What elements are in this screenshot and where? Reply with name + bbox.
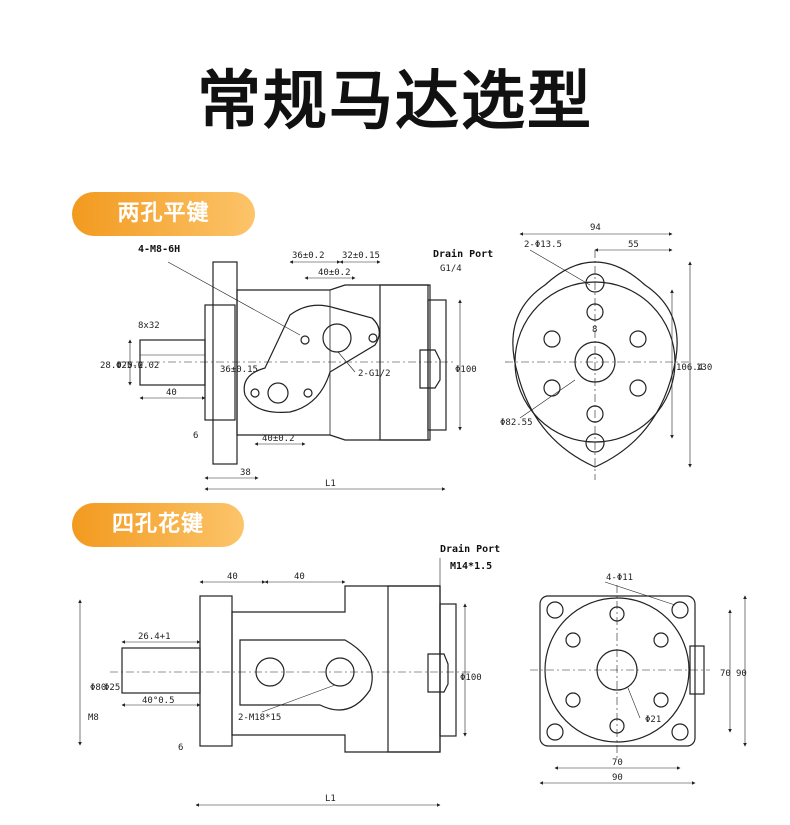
front-flange-1 — [512, 261, 678, 468]
drain-port-label-2: Drain Port — [440, 543, 500, 555]
dim-40a: 40 — [227, 572, 238, 582]
spline-len-label: 26.4+1 — [138, 632, 171, 642]
dia-80-label: Φ80 — [90, 683, 106, 693]
dim-L1: L1 — [325, 479, 336, 489]
dim-40c: 40°0.5 — [142, 696, 175, 706]
port-plate-2 — [239, 639, 373, 711]
section-label-two-hole: 两孔平键 — [72, 192, 255, 236]
shaft-28-label: 28.0-0.2 — [100, 361, 143, 371]
motor-body-1 — [236, 284, 431, 441]
ports-label-2: 2-M18*15 — [238, 713, 281, 723]
page-title: 常规马达选型 — [197, 65, 593, 139]
dim-L1-2: L1 — [325, 794, 336, 804]
section-label-four-hole: 四孔花键 — [72, 503, 244, 547]
len-40-label: 40 — [166, 388, 177, 398]
dim-36: 36±0.2 — [292, 251, 325, 261]
front-flange-2 — [539, 595, 696, 747]
drain-size-label: G1/4 — [440, 264, 462, 274]
motor-body-2 — [231, 585, 441, 753]
spline-label: Φ21 — [645, 715, 661, 725]
shaft-25-label: Φ25-0.02 — [116, 361, 159, 371]
port-hole-2 — [267, 382, 289, 404]
key-8-label: 8 — [592, 325, 597, 335]
dim-130: 130 — [696, 363, 712, 373]
flange-1 — [204, 304, 236, 421]
port-hole-1 — [322, 323, 352, 353]
pcd-label: Φ82.55 — [500, 418, 533, 428]
dia-25-label: Φ25 — [104, 683, 120, 693]
port-holes-label: 4-M8-6H — [138, 244, 180, 255]
front-view-1 — [505, 250, 690, 480]
dim-40: 40±0.2 — [318, 268, 351, 278]
dim-32: 32±0.15 — [342, 251, 380, 261]
dim-40b: 40±0.2 — [262, 434, 295, 444]
dim-70h: 70 — [612, 758, 623, 768]
port-plate-1 — [243, 304, 380, 413]
dim-55: 55 — [628, 240, 639, 250]
drain-port-label: Drain Port — [433, 248, 493, 260]
holes-label-2: 4-Φ11 — [606, 573, 633, 583]
m8-label: M8 — [88, 713, 99, 723]
side-view-1 — [120, 261, 455, 465]
dia-100-label: Φ100 — [455, 365, 477, 375]
dim-6-2: 6 — [178, 743, 183, 753]
dim-94: 94 — [590, 223, 601, 233]
dim-90v: 90 — [736, 669, 747, 679]
dim-6: 6 — [193, 431, 198, 441]
dim-106: 106.4 — [676, 363, 703, 373]
port-g-label: 2-G1/2 — [358, 369, 391, 379]
dim-38: 38 — [240, 468, 251, 478]
side-view-2 — [110, 585, 470, 753]
flange-2 — [199, 595, 233, 747]
dia-100-label-2: Φ100 — [460, 673, 482, 683]
dim-90h: 90 — [612, 773, 623, 783]
key-label: 8x32 — [138, 321, 160, 331]
dim-70v: 70 — [720, 669, 731, 679]
holes-label-1: 2-Φ13.5 — [524, 240, 562, 250]
dim-40b-2: 40 — [294, 572, 305, 582]
shaft-2 — [121, 647, 201, 694]
front-view-2 — [530, 585, 710, 760]
drain-size-label-2: M14*1.5 — [450, 561, 492, 572]
side-36-label: 36±0.15 — [220, 365, 258, 375]
